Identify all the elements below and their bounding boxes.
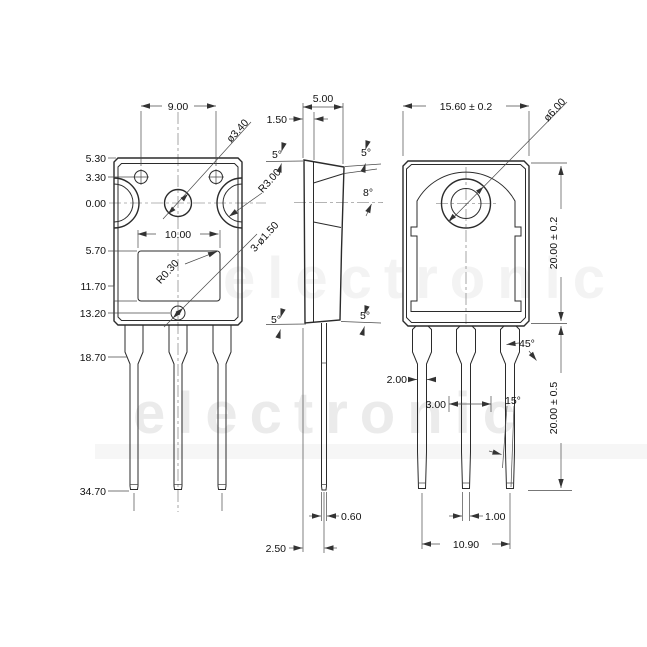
back-lead-2 (456, 325, 476, 489)
dim-lead-width: 2.00 (387, 374, 408, 386)
front-center-hole (163, 188, 193, 218)
side-lead (321, 323, 327, 491)
side-chamfer-extension (343, 168, 378, 174)
front-body-inner-line (117, 163, 239, 321)
dia-mount-arrow-down (448, 213, 456, 222)
ladder-11-70-leader (108, 285, 137, 302)
ladder-18-70: 18.70 (80, 352, 106, 364)
dim-window-width: 10.00 (165, 229, 191, 241)
ladder-5-70: 5.70 (86, 245, 107, 257)
side-view: 5.00 1.50 5° 5° 5° 5° 8° (266, 93, 383, 555)
angle-face: 8° (363, 187, 373, 199)
dim-lead-wide: 3.00 (426, 399, 447, 411)
back-body-outline (402, 160, 530, 327)
angle-ref-tr (344, 163, 382, 167)
dia-hole-arrow-up (180, 194, 188, 202)
ladder-13-20: 13.20 (80, 308, 106, 320)
front-left-notch (113, 177, 140, 229)
side-boss-line (313, 221, 342, 228)
back-view: 15.60 ± 0.2 ø6.00 20.00 ± 0.2 20.00 ± 0.… (387, 96, 572, 551)
watermark: electronic electronic (95, 246, 647, 459)
dim-face-offset: 1.50 (267, 114, 288, 126)
side-lead-ticks (321, 362, 327, 485)
dim-thickness: 5.00 (313, 93, 334, 105)
dim-span-extensions (421, 493, 511, 549)
angle-ref-br (340, 321, 382, 324)
front-left-small-hole-crosshair (133, 169, 149, 185)
ladder-34-70: 34.70 (80, 486, 106, 498)
back-lead-3 (500, 325, 520, 489)
front-right-notch (216, 177, 243, 229)
angle-draft-top-right: 5° (361, 147, 371, 159)
front-leads (124, 325, 232, 511)
dia-hole-arrow-down (168, 206, 176, 214)
side-top-extensions (302, 103, 344, 164)
dim-lead-span: 10.90 (453, 539, 479, 551)
ladder-0-00: 0.00 (86, 198, 107, 210)
angle-tip: 15° (505, 395, 521, 407)
dia-center-hole-label: ø3.40 (224, 117, 251, 145)
side-top-chamfer (313, 173, 345, 184)
front-right-small-hole-crosshair (208, 169, 224, 185)
angle-draft-top-left: 5° (272, 149, 282, 161)
dia-mount-hole-label: ø6.00 (541, 96, 568, 124)
dim-height-extensions (531, 162, 567, 324)
angle-chamfer: 45° (519, 338, 535, 350)
dim-body-height: 20.00 ± 0.2 (548, 217, 560, 270)
ladder-5-30: 5.30 (86, 153, 107, 165)
back-tab-outline (410, 171, 522, 312)
dim-width: 15.60 ± 0.2 (440, 101, 493, 113)
angle-ref-bl (265, 323, 307, 325)
side-body-outline (303, 159, 345, 324)
dim-tip-width: 1.00 (485, 511, 506, 523)
dim-100-extensions (462, 492, 470, 521)
front-bottom-hole (170, 305, 186, 321)
back-body-inner-line (406, 164, 526, 323)
front-body-outline (113, 157, 243, 326)
back-lead-1 (412, 325, 432, 489)
watermark-band (95, 444, 647, 459)
angle-ref-tl (265, 160, 304, 162)
dim-lead-offset: 2.50 (266, 543, 287, 555)
ladder-3-30: 3.30 (86, 172, 107, 184)
back-leads (412, 325, 520, 489)
radius-window-label: R0.30 (154, 257, 182, 286)
dim-lead-length: 20.00 ± 0.5 (548, 382, 560, 435)
dia-mount-arrow-up (476, 186, 484, 195)
front-lead-1 (124, 325, 144, 490)
dim-250-extensions (302, 328, 325, 553)
ladder-11-70: 11.70 (81, 281, 107, 293)
angle-tip-leaders (502, 405, 515, 488)
front-window (137, 250, 221, 302)
back-mount-hole-inner (450, 188, 482, 219)
watermark-text-upper: electronic (223, 246, 617, 311)
front-left-notch-inner (113, 183, 134, 223)
front-right-notch-inner (222, 183, 243, 223)
dim-hole-spacing: 9.00 (168, 101, 189, 113)
angle-draft-bottom-left: 5° (271, 314, 281, 326)
dim-9-extensions (140, 111, 217, 166)
front-lead-2 (168, 325, 188, 490)
watermark-text: electronic (133, 381, 527, 446)
back-mount-hole (440, 178, 492, 229)
dim-width-extensions (402, 111, 530, 156)
dia-small-arrow-down (173, 310, 181, 318)
dim-10-extensions (137, 230, 221, 248)
angle-draft-bottom-right: 5° (360, 310, 370, 322)
side-dimensions: 5.00 1.50 5° 5° 5° 5° 8° (265, 93, 382, 555)
dim-lead-thickness: 0.60 (341, 511, 362, 523)
dim-060-extensions (321, 492, 327, 521)
front-lead-3 (212, 325, 232, 490)
front-lead-centerlines (133, 493, 223, 511)
